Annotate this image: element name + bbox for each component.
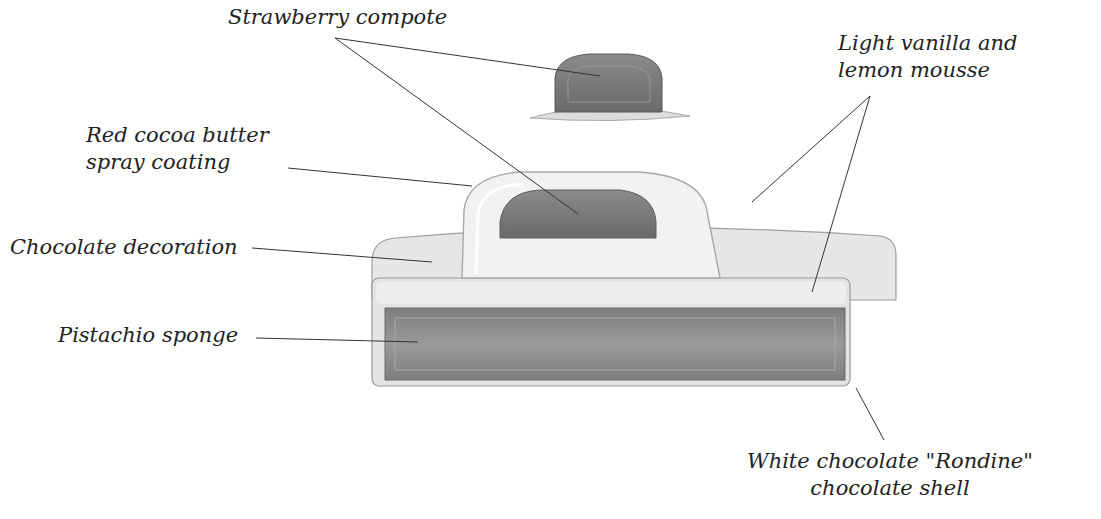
leader-lines [252, 38, 884, 440]
callout-label: Light vanilla and lemon mousse [838, 30, 1038, 84]
leader-line [856, 388, 884, 440]
leader-line [752, 96, 870, 202]
compote-highlight [568, 66, 650, 102]
leader-line [288, 168, 472, 186]
callout-label: Chocolate decoration [10, 234, 246, 261]
chocolate-shell [372, 278, 850, 386]
leader-line [335, 38, 600, 76]
leader-line [252, 248, 432, 262]
mousse-dome [462, 172, 720, 278]
sponge-highlight [395, 318, 835, 370]
leader-line [256, 338, 418, 342]
top-compote [555, 54, 662, 112]
callout-label: Red cocoa butter spray coating [86, 122, 276, 176]
leader-line [812, 96, 870, 292]
callout-label: White chocolate "Rondine" chocolate shel… [740, 448, 1040, 502]
callout-label: Strawberry compote [228, 4, 468, 31]
pistachio-sponge [385, 308, 845, 380]
callout-label: Pistachio sponge [58, 322, 250, 349]
mousse-band [376, 282, 846, 304]
leader-line [335, 38, 578, 214]
